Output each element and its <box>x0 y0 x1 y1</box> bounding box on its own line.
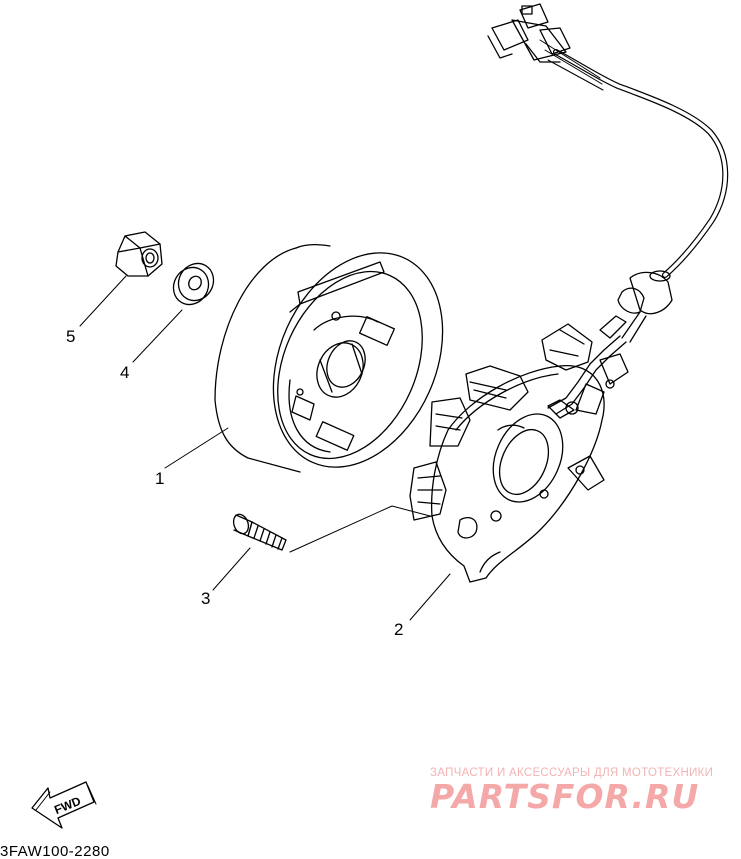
rotor-flywheel <box>214 244 444 473</box>
callout-label-5: 5 <box>66 327 75 346</box>
wire-grommet <box>617 270 673 343</box>
wire-harness <box>487 3 729 343</box>
callout-2-line <box>409 573 451 621</box>
watermark-site: PARTSFOR.RU <box>430 777 699 816</box>
stator-assembly <box>409 315 629 583</box>
callout-label-1: 1 <box>155 469 164 488</box>
fwd-arrow-icon <box>31 781 97 829</box>
callout-4-line <box>132 309 183 363</box>
screw <box>232 513 287 551</box>
nut <box>115 231 163 277</box>
diagram-code: 3FAW100-2280 <box>0 843 110 859</box>
callout-label-4: 4 <box>120 363 129 382</box>
callout-3-line <box>212 547 251 591</box>
connector-block <box>487 3 571 63</box>
callout-1-line <box>164 427 229 469</box>
screw-leader-line <box>289 505 431 553</box>
callout-label-2: 2 <box>394 620 403 639</box>
callout-5-line <box>79 275 127 327</box>
watermark-tagline: ЗАПЧАСТИ И АКСЕССУАРЫ ДЛЯ МОТОТЕХНИКИ <box>430 767 713 779</box>
callout-label-3: 3 <box>201 589 210 608</box>
washer <box>172 262 215 306</box>
